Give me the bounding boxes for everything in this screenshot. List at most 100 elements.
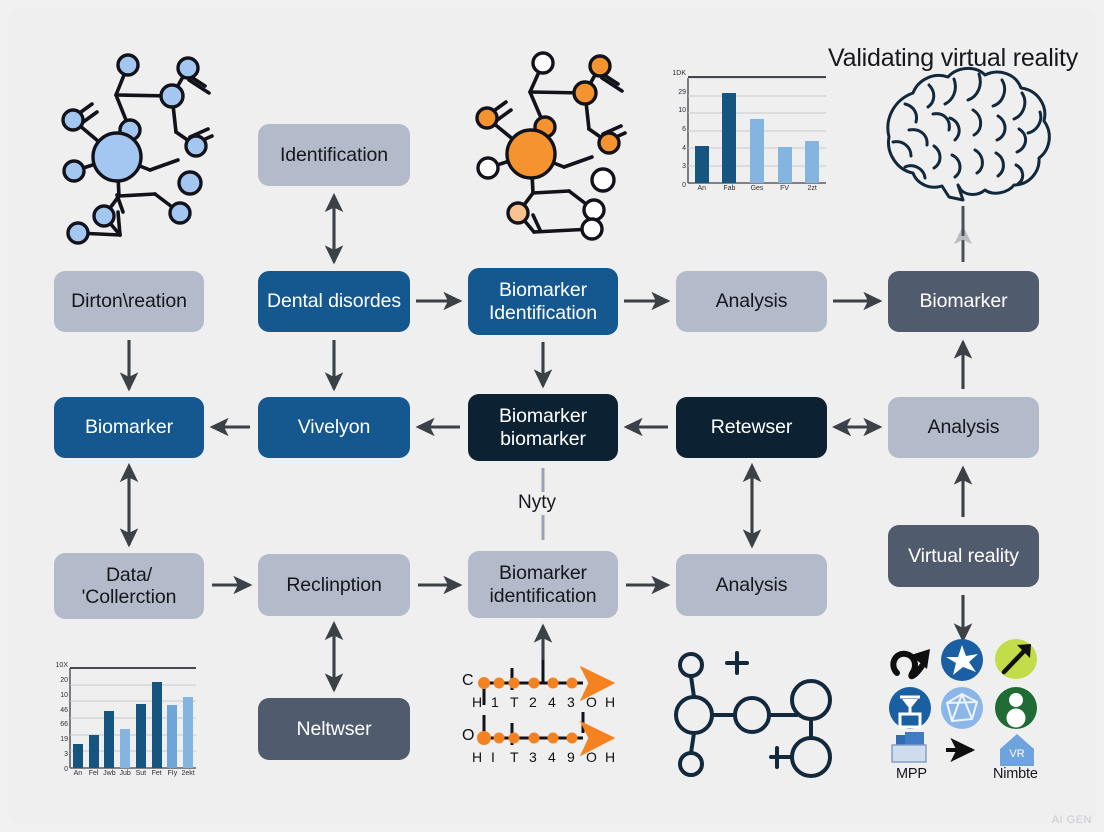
chart-top-right-x-axis-labels: An Fab Ges FV 2zt <box>688 185 826 201</box>
star-badge-icon <box>941 639 983 681</box>
chart-bottom-left-bars <box>70 668 196 768</box>
sequence-label: 2 <box>529 694 537 710</box>
node-graph-icon <box>674 651 832 778</box>
chart-bar <box>135 703 146 768</box>
curved-arrow-icon <box>890 649 930 680</box>
chart-bar <box>777 147 792 183</box>
person-icon <box>995 687 1037 729</box>
chart-y-tick-label: 10X <box>55 662 68 669</box>
node-analysis-right[interactable]: Analysis <box>888 397 1039 458</box>
sequence-label: 1 <box>491 694 499 710</box>
sequence-label: 3 <box>567 694 575 710</box>
chart-bar <box>183 696 194 768</box>
chart-y-tick-label: 3 <box>64 751 68 759</box>
node-identification[interactable]: Identification <box>258 124 410 186</box>
chart-y-tick-label: 0 <box>64 766 68 773</box>
chart-x-tick-label: Sut <box>135 770 147 777</box>
molecule-blue-nodes <box>61 53 208 245</box>
sequence-strip-bottom <box>482 712 616 757</box>
sequence-label: H <box>472 749 483 765</box>
chart-x-tick-label: An <box>697 185 707 192</box>
chart-x-tick-label: Jub <box>119 770 131 777</box>
chart-x-tick-label: An <box>73 770 83 777</box>
node-data-collerction[interactable]: Data/ 'Collerction <box>54 553 204 619</box>
sequence-label: 4 <box>548 749 556 765</box>
chart-top-right-bars <box>688 78 826 183</box>
icon-caption-mpp: MPP <box>896 766 927 782</box>
chart-bar <box>72 743 83 768</box>
sequence-label: H <box>472 694 483 710</box>
sequence-label: 9 <box>567 749 575 765</box>
sequence-strip-top-nodes <box>478 677 578 689</box>
node-dental-disordes[interactable]: Dental disordes <box>258 271 410 332</box>
house-vr-icon: VR <box>1000 734 1034 766</box>
chart-x-tick-label: Fab <box>723 185 736 192</box>
sequence-label: T <box>510 694 519 710</box>
node-analysis-bottom[interactable]: Analysis <box>676 554 827 616</box>
sequence-strip-bottom-nodes <box>477 731 578 745</box>
chart-y-tick-label: 19 <box>60 736 68 744</box>
chart-bar <box>104 710 115 768</box>
chart-y-tick-label: 0 <box>682 182 686 189</box>
chart-x-tick-label: 2ekt <box>181 770 195 777</box>
chart-y-tick-label: 3 <box>682 163 686 171</box>
chart-x-tick-label: Jwb <box>103 770 116 777</box>
arrow-up-right-icon <box>995 639 1037 679</box>
sequence-label: O <box>586 694 597 710</box>
icon-caption-nimbte: Nimbte <box>993 766 1038 782</box>
node-biomarker-identification-bottom[interactable]: Biomarker identification <box>468 551 618 618</box>
sequence-label: H <box>605 694 616 710</box>
chart-y-tick-label: 1DK <box>672 70 686 77</box>
brain-icon <box>886 67 1051 202</box>
chart-y-tick-label: 10 <box>60 691 68 699</box>
watermark: AI GEN <box>1051 814 1092 826</box>
chart-x-tick-label: FIy <box>167 770 178 777</box>
node-neltwser[interactable]: Neltwser <box>258 698 410 760</box>
node-vivelyon[interactable]: Vivelyon <box>258 397 410 458</box>
chart-bar <box>120 728 131 768</box>
node-biomarker-biomarker[interactable]: Biomarker biomarker <box>468 394 618 461</box>
chart-bar <box>88 735 99 768</box>
chart-bar <box>750 119 764 183</box>
chart-bar <box>722 93 737 183</box>
chart-x-tick-label: Fet <box>151 770 162 777</box>
sequence-label: O <box>586 749 597 765</box>
chart-bar <box>805 141 820 183</box>
molecule-orange-nodes <box>475 51 621 241</box>
node-virtual-reality[interactable]: Virtual reality <box>888 525 1039 587</box>
sequence-label: I <box>491 749 495 765</box>
node-biomarker-left[interactable]: Biomarker <box>54 397 204 458</box>
svg-text:VR: VR <box>1009 748 1024 760</box>
node-analysis-top[interactable]: Analysis <box>676 271 827 332</box>
sequence-strip-bottom-start-letter: O <box>462 727 475 744</box>
chart-x-tick-label: FV <box>780 185 790 192</box>
chart-y-tick-label: 29 <box>678 88 686 96</box>
sequence-label: 3 <box>529 749 537 765</box>
chart-y-tick-label: 6 <box>682 126 686 133</box>
polyhedron-icon <box>941 687 983 729</box>
sequence-strip-top-start-letter: C <box>462 672 474 689</box>
node-biomarker-top-right[interactable]: Biomarker <box>888 271 1039 332</box>
chart-bar <box>167 705 178 768</box>
sequence-label: 4 <box>548 694 556 710</box>
chart-y-tick-label: 10 <box>678 107 686 115</box>
node-reclinption[interactable]: Reclinption <box>258 554 410 616</box>
sequence-label: T <box>510 749 519 765</box>
node-retewser[interactable]: Retewser <box>676 397 827 458</box>
flow-arrows <box>119 192 973 693</box>
page-title-validating-virtual-reality: Validating virtual reality <box>828 44 1079 72</box>
chart-y-tick-label: 20 <box>60 676 68 684</box>
node-biomarker-identification-top[interactable]: Biomarker Identification <box>468 268 618 335</box>
sequence-label: H <box>605 749 616 765</box>
chart-x-tick-label: 2zt <box>807 185 817 192</box>
chart-x-tick-label: Ges <box>750 185 764 192</box>
lab-device-icon <box>889 687 931 729</box>
node-dirton-creation[interactable]: Dirton\reation <box>54 271 204 332</box>
chart-x-tick-label: Fel <box>88 770 99 777</box>
